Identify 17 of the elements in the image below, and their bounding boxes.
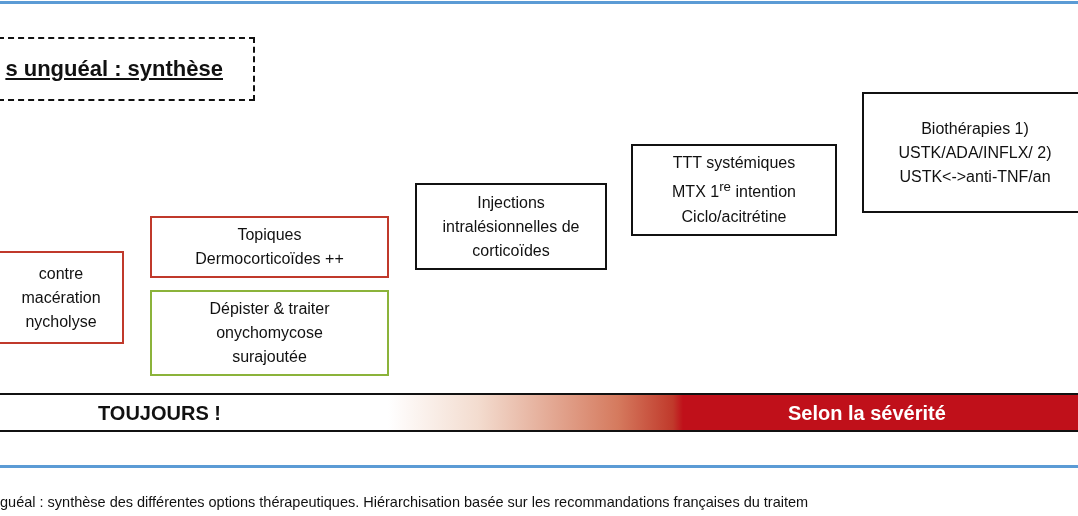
treatment-box xyxy=(0,251,124,344)
box-text: Dépister & traiter onychomycose surajoutée xyxy=(208,299,331,367)
box-text: Injections intralésionnelles de corticoïdes xyxy=(441,192,581,261)
figure-caption: guéal : synthèse des différentes options thérapeutiques. Hiérarchisation basée sur les recommandations françaises du traitem xyxy=(0,494,809,510)
box-text: contre macération nycholyse xyxy=(20,263,102,332)
treatment-box xyxy=(862,92,1078,213)
box-text: Topiques Dermocorticoïdes ++ xyxy=(194,225,345,269)
bar-label: Selon la sévérité xyxy=(788,401,946,426)
bar-label: TOUJOURS ! xyxy=(98,401,221,426)
box-text: TTT systémiques MTX 1$^{re}$ intention Ciclo/acitrétine xyxy=(671,153,797,227)
treatment-box xyxy=(150,216,389,278)
diagram-title: s unguéal : synthèse xyxy=(0,37,255,101)
box-text: Biothérapies 1) USTK/ADA/INFLX/ 2) USTK<->anti-TNF/an xyxy=(897,118,1053,187)
treatment-box xyxy=(150,290,389,376)
treatment-box xyxy=(415,183,607,270)
severity-bar xyxy=(0,393,1078,432)
treatment-box xyxy=(631,144,837,236)
